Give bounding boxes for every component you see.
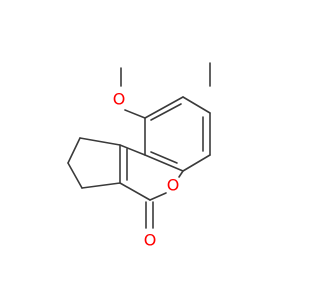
bond-ar-5: [144, 154, 184, 172]
carbonyl-oxygen-label: O: [144, 231, 157, 250]
bond-ar-1: [144, 96, 184, 119]
bond-ring-o-carbonyl: [149, 192, 167, 201]
bond-ar-2: [182, 96, 211, 114]
bond-cp-1: [79, 137, 121, 146]
bond-ar-inner-3: [150, 151, 178, 164]
bond-ring-o-aryl: [178, 170, 184, 178]
bond-cp-4: [81, 182, 121, 189]
bond-cp-2: [67, 137, 81, 164]
bond-ar-4: [182, 154, 211, 172]
bond-carbonyl-alkene: [119, 182, 151, 201]
methoxy-oxygen-label: O: [113, 90, 126, 109]
molecule-structure: O O O: [67, 62, 211, 250]
ring-oxygen-label: O: [167, 176, 180, 195]
atom-labels: O O O: [113, 90, 180, 250]
bond-methoxy-aryl: [124, 109, 146, 119]
bond-cp-3: [67, 162, 83, 189]
bond-ar-inner-1: [150, 103, 182, 121]
bond-alkene-aryl: [119, 144, 146, 156]
bonds: [67, 62, 211, 229]
